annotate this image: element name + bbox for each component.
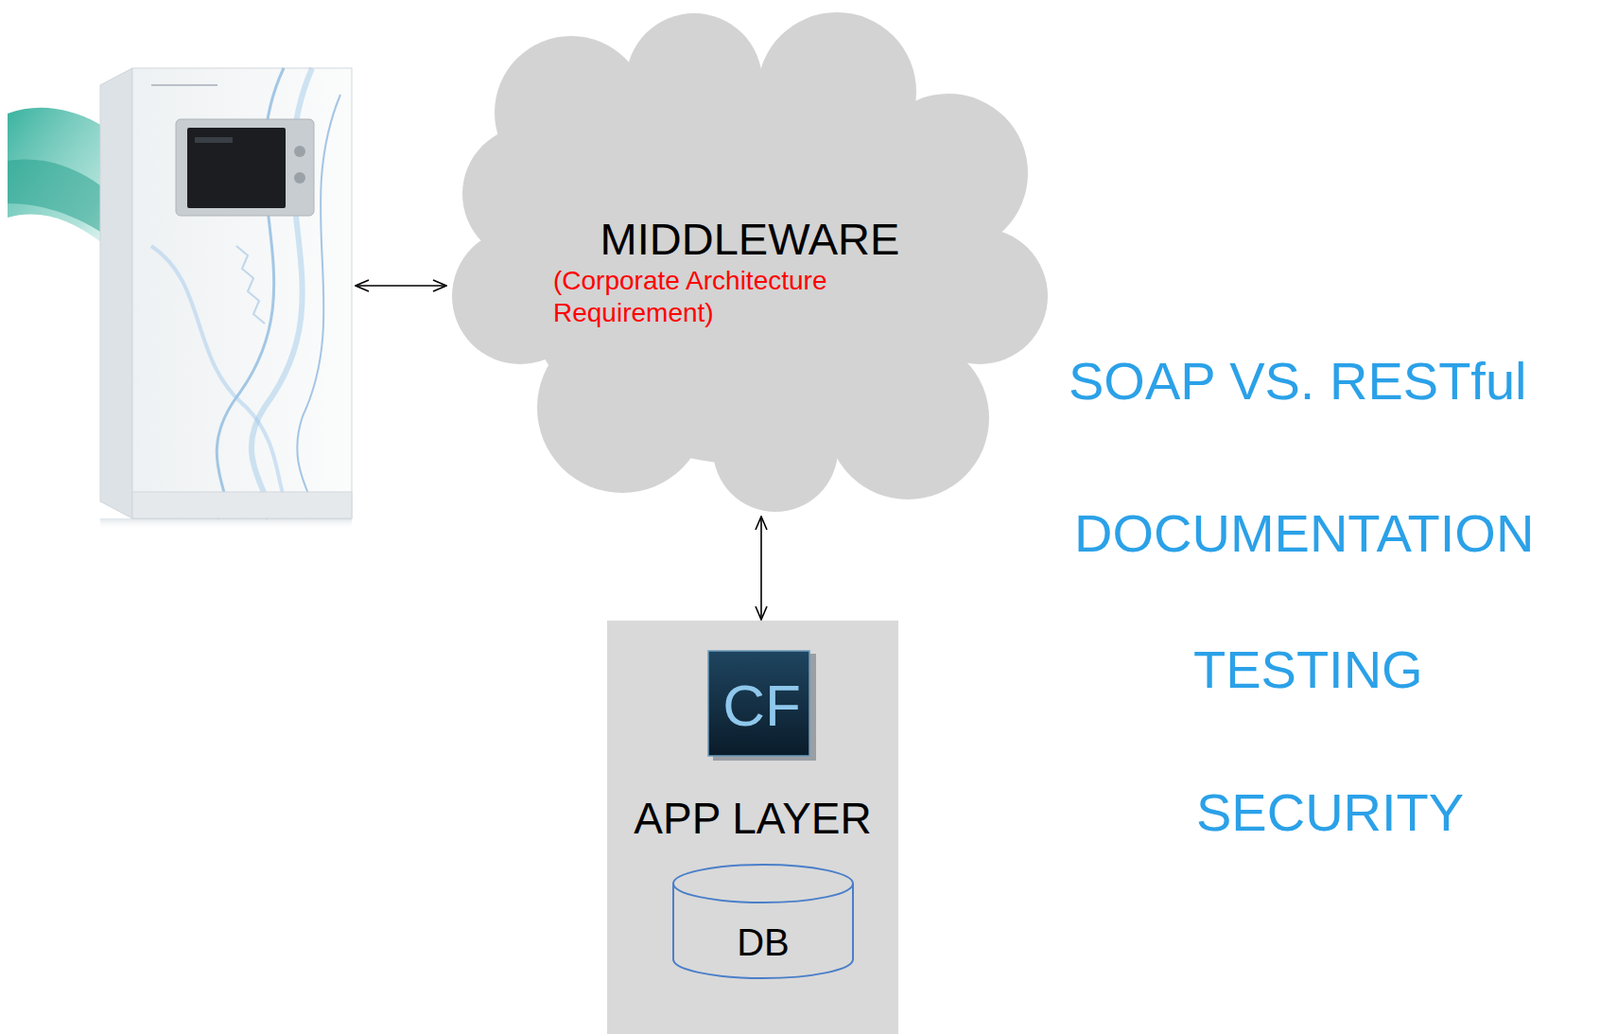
connector-arrow [760,516,763,620]
device-link-arrow [355,284,447,287]
cf-logo: CF [707,649,817,761]
node-title: DB [736,920,790,964]
screen [187,127,286,209]
app-layer-box: APP LAYER CF DB [607,620,899,1034]
node-title: APP LAYER [607,792,899,844]
topic-label: SECURITY [1196,782,1464,843]
node-note: (Corporate Architecture Requirement) [553,264,866,330]
label-holder: DOCUMENTATION [1074,503,1534,564]
logo-text: CF [722,672,801,739]
brand-mark [151,84,218,87]
smoke-swirl [151,245,294,519]
button [294,172,306,184]
floor-reflection [100,518,352,530]
label-holder: SOAP VS. RESTful [1068,350,1527,412]
database-cylinder: DB [671,862,855,980]
cabinet-base [132,491,352,519]
cabinet-front [132,68,352,519]
screen-bezel [175,119,314,216]
button [294,145,306,157]
node-title: MIDDLEWARE [449,213,1051,265]
dna-strand [236,245,265,324]
topic-label: SOAP VS. RESTful [1068,350,1527,412]
topic-label: DOCUMENTATION [1074,503,1534,564]
cabinet-side [100,68,133,519]
label-holder: TESTING [1193,639,1424,700]
screen-detail [194,137,233,143]
middleware-cloud: MIDDLEWARE(Corporate Architecture Requir… [449,10,1051,516]
topic-label: TESTING [1193,639,1424,700]
label-holder: SECURITY [1196,782,1464,843]
